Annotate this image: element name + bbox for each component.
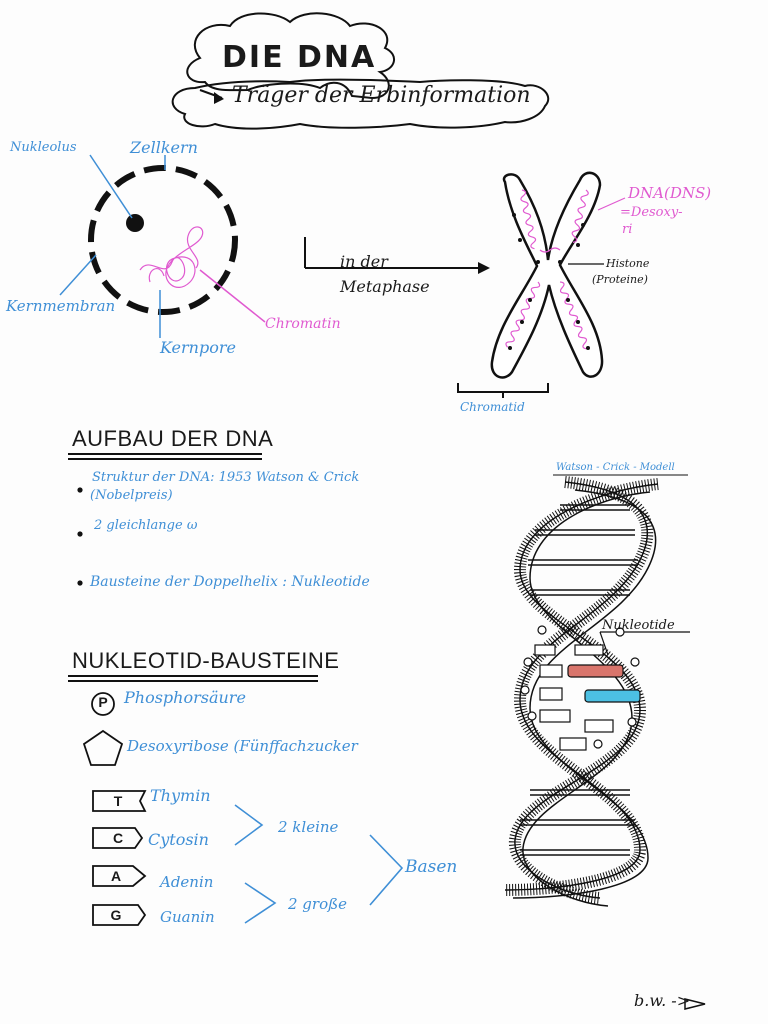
page-title: DIE DNA xyxy=(222,40,377,75)
aufbau-bullet-1: Struktur der DNA: 1953 Watson & Crick xyxy=(92,470,360,485)
dna-coil-right-top xyxy=(571,189,589,243)
base-name-t: Thymin xyxy=(150,786,211,805)
phosphor-circle xyxy=(91,692,115,716)
kernmembran-label: Kernmembran xyxy=(6,297,116,315)
nukleolus-dot xyxy=(126,214,144,232)
chromatid-brace xyxy=(457,383,549,398)
phosphor-label: Phosphorsäure xyxy=(124,688,246,707)
base-shape-g xyxy=(92,904,147,926)
dna-coil-right-bottom xyxy=(559,281,588,350)
nukleolus-label: Nukleolus xyxy=(10,140,77,155)
base-letter-g: G xyxy=(110,907,122,923)
grosse-label: 2 große xyxy=(288,895,348,913)
chromosome-shape xyxy=(490,171,604,379)
base-shape-a xyxy=(92,865,147,887)
base-letter-c: C xyxy=(112,830,124,846)
dna-coil-left-top xyxy=(520,189,537,250)
bausteine-heading: NUKLEOTID-BAUSTEINE xyxy=(72,648,340,673)
base-letter-t: T xyxy=(113,793,123,809)
dna-sub1: =Desoxy- xyxy=(620,205,683,220)
aufbau-heading: AUFBAU DER DNA xyxy=(72,426,274,451)
base-shape-t xyxy=(92,790,147,812)
model-label: Watson - Crick - Modell xyxy=(556,462,675,473)
aufbau-bullet-3: Bausteine der Doppelhelix : Nukleotide xyxy=(90,574,370,590)
metaphase-arrow-icon xyxy=(478,262,490,274)
subtitle-cloud xyxy=(171,78,550,130)
chromatin-scribble xyxy=(139,226,204,288)
footer-arrow-icon xyxy=(684,998,706,1010)
nukleotide-label: Nukleotide xyxy=(602,618,675,633)
page-subtitle: Träger der Erbinformation xyxy=(232,83,531,108)
title-cloud xyxy=(186,12,395,100)
basen-label: Basen xyxy=(405,857,458,877)
chromatid-label: Chromatid xyxy=(460,400,525,414)
double-helix xyxy=(504,476,659,907)
aufbau-bullet-2: 2 gleichlange ω xyxy=(94,518,198,533)
aufbau-bullet-1b: (Nobelpreis) xyxy=(90,488,173,503)
histone-label: Histone xyxy=(606,257,650,270)
footer-note: b.w. -> xyxy=(634,991,691,1010)
base-name-a: Adenin xyxy=(160,873,214,891)
dna-coil-left-bottom xyxy=(505,281,541,348)
dna-label: DNA(DNS) xyxy=(628,184,712,202)
kleine-label: 2 kleine xyxy=(278,818,339,836)
base-name-c: Cytosin xyxy=(148,830,209,849)
kernpore-label: Kernpore xyxy=(160,338,236,357)
dna-sub2: ri xyxy=(622,222,633,237)
proteine-label: (Proteine) xyxy=(592,273,648,286)
desoxy-label: Desoxyribose (Fünffachzucker xyxy=(127,737,358,755)
base-name-g: Guanin xyxy=(160,908,215,926)
arrow-line2: Metaphase xyxy=(340,277,430,296)
kernmembran-circle xyxy=(88,165,238,315)
phosphor-symbol: P xyxy=(98,694,108,710)
zellkern-label: Zellkern xyxy=(130,138,198,157)
arrow-line1: in der xyxy=(340,252,388,271)
base-shape-c xyxy=(92,827,144,849)
pentagon-icon xyxy=(82,729,124,766)
chromatin-label: Chromatin xyxy=(265,316,341,332)
base-letter-a: A xyxy=(110,868,122,884)
